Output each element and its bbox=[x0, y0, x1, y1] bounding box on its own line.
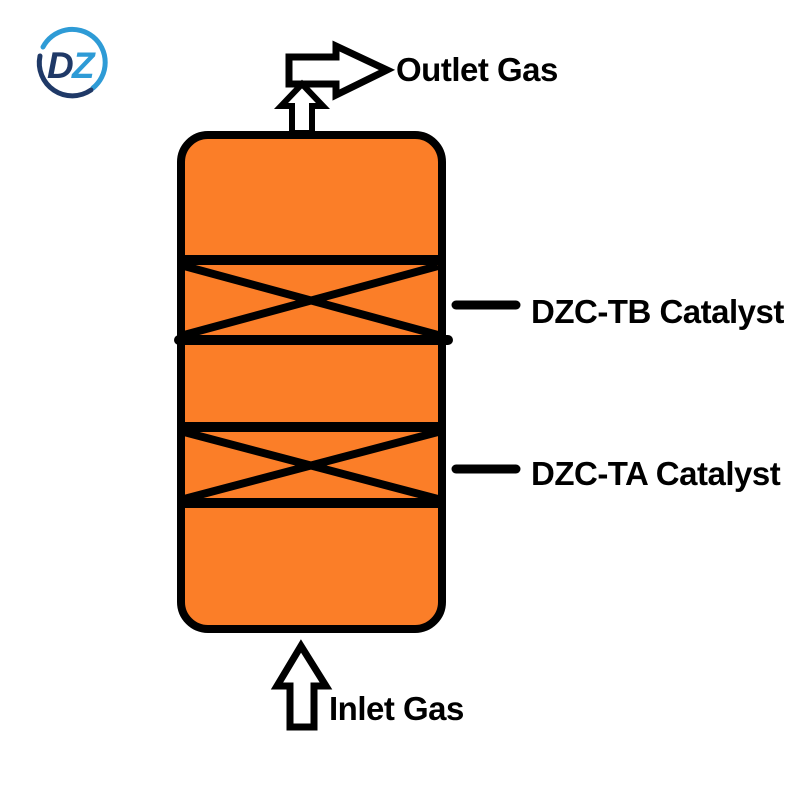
reactor-vessel bbox=[177, 131, 446, 633]
bed-upper-cross-line bbox=[182, 262, 440, 339]
catalyst-label-dzc-tb: DZC-TB Catalyst bbox=[531, 293, 784, 330]
bed-lower-cross-line bbox=[182, 428, 440, 503]
catalyst-label-dzc-ta: DZC-TA Catalyst bbox=[531, 455, 781, 492]
catalyst-bed-upper bbox=[174, 255, 453, 345]
outlet-gas-label: Outlet Gas bbox=[396, 51, 558, 88]
logo-letter-z: Z bbox=[71, 45, 96, 86]
logo-letter-d: D bbox=[47, 45, 74, 86]
logo-arc-light bbox=[40, 26, 108, 91]
outlet-arrow-up bbox=[273, 79, 331, 136]
logo-arc-dark bbox=[36, 53, 94, 99]
inlet-gas-label: Inlet Gas bbox=[329, 690, 464, 727]
catalyst-bed-lower bbox=[179, 422, 443, 508]
inlet-arrow-up bbox=[270, 639, 333, 731]
outlet-arrow-right bbox=[285, 40, 396, 101]
company-logo: D Z bbox=[36, 26, 108, 99]
